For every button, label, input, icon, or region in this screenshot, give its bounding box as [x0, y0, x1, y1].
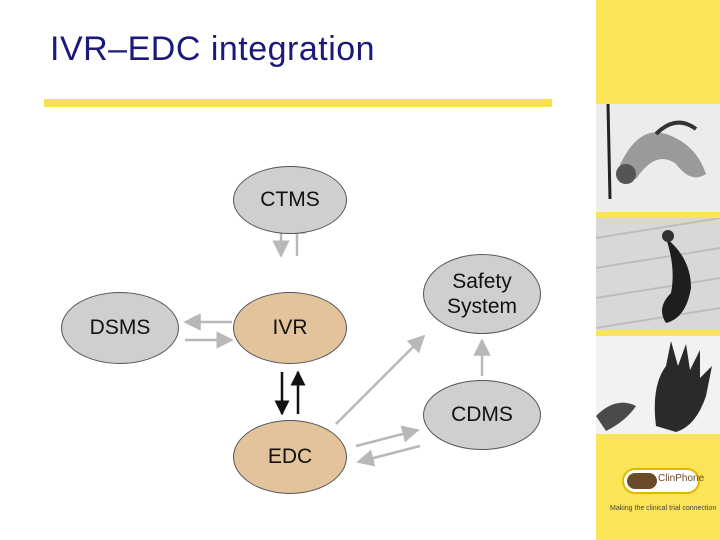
ivr-label: IVR [272, 316, 308, 340]
logo-tagline: Making the clinical trial connection [610, 505, 717, 512]
dsms-label: DSMS [89, 316, 151, 340]
arrow-cdms-to-edc [356, 444, 421, 467]
arrow-edc-to-cdms [355, 425, 420, 448]
dsms-node: DSMS [61, 292, 179, 364]
ctms-node: CTMS [233, 166, 347, 234]
edc-label: EDC [267, 445, 313, 469]
clinphone-logo: ClinPhone [622, 468, 704, 494]
safety-label-line1: Safety [452, 269, 512, 293]
safety-system-node: Safety System [423, 254, 541, 334]
logo-text: ClinPhone [658, 473, 705, 484]
cdms-label: CDMS [451, 403, 513, 427]
hands-photo [596, 336, 720, 434]
logo-pill [627, 473, 657, 489]
slide-title: IVR–EDC integration [50, 30, 376, 68]
ivr-node: IVR [233, 292, 347, 364]
shadow-photo [596, 218, 720, 330]
arrow-to-safety-system [335, 334, 426, 425]
cdms-node: CDMS [423, 380, 541, 450]
title-underline [44, 99, 552, 107]
edc-node: EDC [233, 420, 347, 494]
safety-label-line2: System [446, 295, 517, 318]
ctms-label: CTMS [260, 188, 320, 212]
climber-photo [596, 104, 720, 212]
safety-system-label: Safety System [447, 269, 517, 319]
